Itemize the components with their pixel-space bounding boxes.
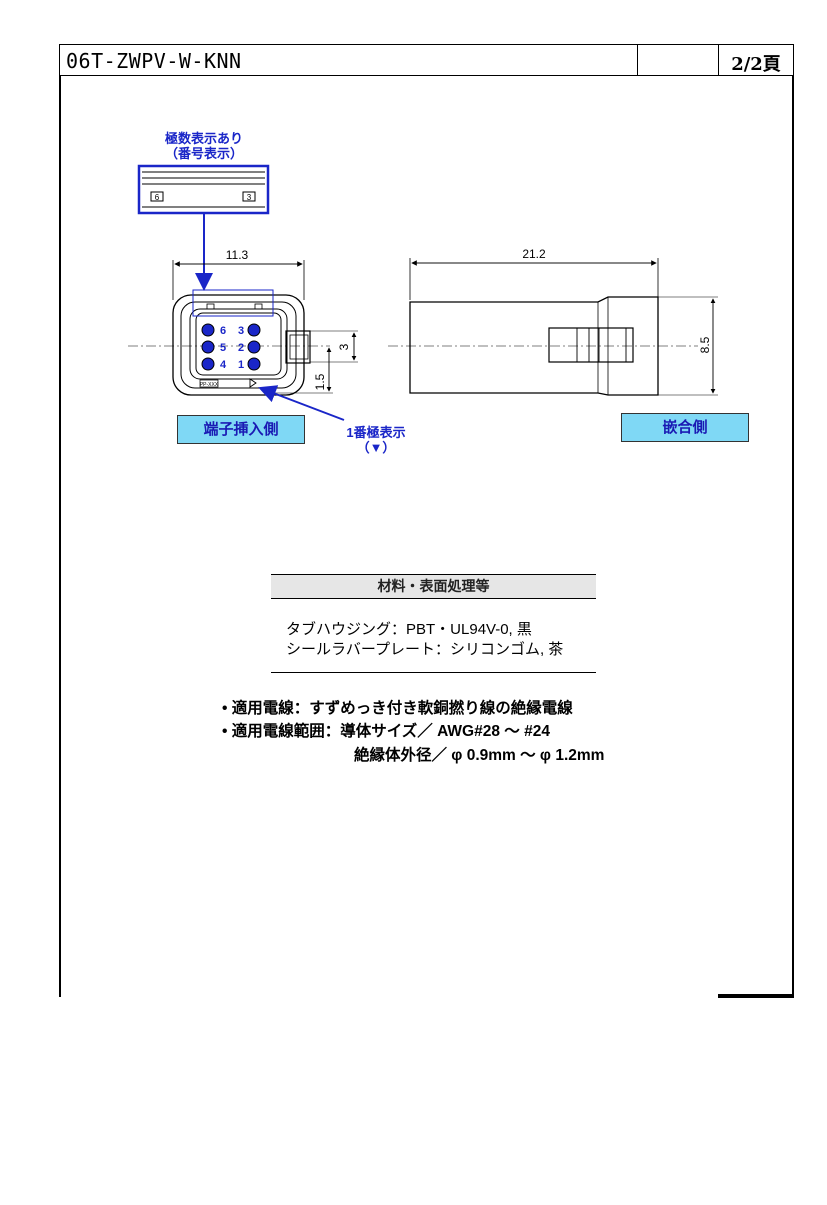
terminal-cavities [201,323,261,371]
pole-number-detail: 6 3 [137,164,270,215]
pin1-leader-arrow [258,385,345,421]
svg-text:1: 1 [238,359,244,371]
title-block-blank-cell [637,45,718,75]
materials-housing: タブハウジング：PBT・UL94V-0, 黒 [286,621,532,638]
front-view: 6 3 5 2 4 1 PP-XXX [128,260,358,396]
dim-pitch: 3 [337,343,351,350]
spec-range-conductor: • 適用電線範囲：導体サイズ／ AWG#28 ～ #24 [222,723,550,740]
detail-frame [137,164,270,215]
materials-bottom-rule [271,672,596,674]
svg-text:5: 5 [220,342,226,354]
materials-seal: シールラバープレート：シリコンゴム, 茶 [286,641,564,658]
window-right-number: 3 [247,193,252,202]
pole-display-label: 極数表示あり （番号表示） [164,131,243,161]
materials-heading: 材料・表面処理等 [271,574,596,599]
side-latch [548,327,634,363]
svg-text:6: 6 [220,325,226,337]
small-marking: PP-XXX [200,382,219,388]
page-number-cell: 2/2頁 [718,45,793,75]
side-view [388,258,718,396]
frame-bottom-mark [718,994,794,998]
spec-range-insulation: 絶縁体外径／ φ 0.9mm ～ φ 1.2mm [354,747,605,764]
latch [285,330,311,364]
page-number: 2/2頁 [731,54,781,75]
window-left-number: 6 [155,193,160,202]
terminal-numbers: 6 3 5 2 4 1 [220,325,244,371]
detail-reference-box [192,289,274,317]
dim-front-width: 11.3 [226,248,249,262]
dim-side-height: 8.5 [698,336,712,353]
pin1-display-label: 1番極表示 （▼） [346,425,406,455]
title-block: 06T-ZWPV-W-KNN 2/2頁 [59,44,794,76]
terminal-side-label: 端子挿入側 [177,415,305,444]
dim-side-length: 21.2 [522,247,546,261]
dim-offset: 1.5 [313,373,327,390]
mating-side-label: 嵌合側 [621,413,749,442]
frame-right-border [792,76,794,997]
pin1-triangle [249,378,257,388]
svg-text:2: 2 [238,342,244,354]
window-right [242,191,256,202]
svg-text:3: 3 [238,325,244,337]
spec-wire: • 適用電線：すずめっき付き軟銅撚り線の絶縁電線 [222,700,573,717]
window-left [150,191,164,202]
svg-text:4: 4 [220,359,227,371]
drawing-number: 06T-ZWPV-W-KNN [66,49,242,73]
housing-outline [172,294,305,396]
frame-left-border [59,76,61,997]
